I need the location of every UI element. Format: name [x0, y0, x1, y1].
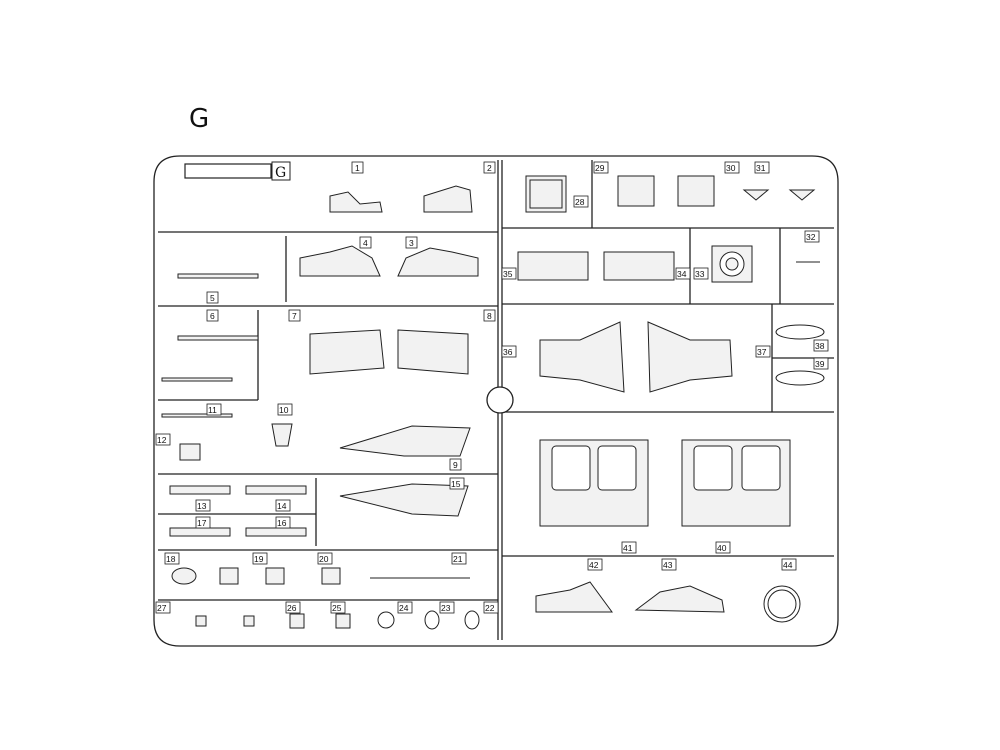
part-number: 13: [197, 501, 207, 511]
part-number: 22: [485, 603, 495, 613]
part-number: 6: [210, 311, 215, 321]
part-number: 8: [487, 311, 492, 321]
part-number: 7: [292, 311, 297, 321]
part-number: 10: [279, 405, 289, 415]
part-number: 1: [355, 163, 360, 173]
part-number: 15: [451, 479, 461, 489]
part-number: 4: [363, 238, 368, 248]
part-number: 19: [254, 554, 264, 564]
part-number: 43: [663, 560, 673, 570]
part-number: 5: [210, 293, 215, 303]
part-number: 3: [409, 238, 414, 248]
part-number: 29: [595, 163, 605, 173]
part-number: 27: [157, 603, 167, 613]
part-number: 20: [319, 554, 329, 564]
part-number: 40: [717, 543, 727, 553]
part-number: 31: [756, 163, 766, 173]
part-drawings: [161, 175, 825, 630]
part-number: 14: [277, 501, 287, 511]
part-number: 17: [197, 518, 207, 528]
part-number: 34: [677, 269, 687, 279]
part-number: 12: [157, 435, 167, 445]
part-number-labels: 1 2 3 4 5 6 7 8 9 10 11 12 13 14 15 16 1…: [155, 161, 829, 614]
part-number: 39: [815, 359, 825, 369]
sprue-title: G: [189, 104, 210, 134]
part-number: 18: [166, 554, 176, 564]
gate-letter: G: [275, 165, 286, 181]
part-number: 11: [208, 405, 217, 415]
part-number: 30: [726, 163, 736, 173]
part-number: 33: [695, 269, 705, 279]
part-number: 16: [277, 518, 287, 528]
part-number: 26: [287, 603, 297, 613]
part-number: 42: [589, 560, 599, 570]
part-number: 23: [441, 603, 451, 613]
part-number: 32: [806, 232, 816, 242]
part-number: 38: [815, 341, 825, 351]
part-number: 44: [783, 560, 793, 570]
part-number: 28: [575, 197, 585, 207]
part-number: 21: [453, 554, 463, 564]
part-number: 2: [487, 163, 492, 173]
part-number: 35: [503, 269, 513, 279]
gate-plate: G: [184, 161, 291, 181]
sprue-frame: [153, 155, 839, 647]
part-number: 41: [623, 543, 633, 553]
part-number: 37: [757, 347, 767, 357]
part-number: 25: [332, 603, 342, 613]
part-number: 36: [503, 347, 513, 357]
part-number: 9: [453, 460, 458, 470]
part-number: 24: [399, 603, 409, 613]
